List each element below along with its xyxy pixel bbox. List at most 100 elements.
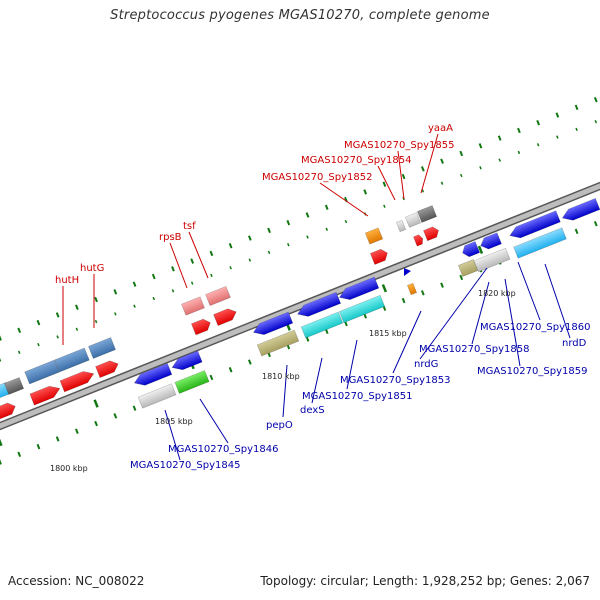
gene-arrow bbox=[338, 276, 380, 300]
outer-tick-2 bbox=[594, 120, 598, 124]
outer-tick-2 bbox=[383, 204, 386, 208]
gene-box bbox=[205, 285, 231, 307]
gene-box bbox=[338, 294, 386, 324]
gene-box-shape bbox=[137, 383, 177, 409]
kbp-label-1820: 1820 kbp bbox=[478, 289, 516, 298]
gene-box-shape bbox=[406, 282, 418, 296]
outer-tick bbox=[536, 120, 541, 126]
gene-arrow bbox=[213, 308, 237, 327]
gene-box-shape bbox=[174, 370, 210, 394]
inner-tick bbox=[55, 436, 60, 442]
gene-box bbox=[24, 359, 60, 385]
gene-box-shape bbox=[24, 359, 60, 385]
outer-tick-2 bbox=[479, 166, 482, 170]
outer-tick-2 bbox=[556, 135, 559, 139]
inner-tick bbox=[113, 413, 118, 419]
gene-label-Spy1860: MGAS10270_Spy1860 bbox=[480, 322, 590, 333]
major-tick bbox=[0, 438, 3, 447]
gene-label-Spy1858: MGAS10270_Spy1858 bbox=[419, 344, 529, 355]
gene-box-shape bbox=[338, 294, 386, 324]
outer-tick-2 bbox=[75, 327, 79, 331]
map-title: Streptococcus pyogenes MGAS10270, comple… bbox=[110, 8, 490, 23]
outer-tick-2 bbox=[498, 158, 501, 162]
gene-arrow bbox=[413, 234, 424, 247]
gene-box bbox=[404, 212, 422, 228]
gene-box bbox=[256, 329, 300, 357]
leader-line bbox=[188, 231, 209, 279]
leader-line bbox=[420, 133, 439, 194]
outer-tick-2 bbox=[287, 243, 290, 247]
gene-box-shape bbox=[3, 377, 25, 395]
gene-box-shape bbox=[395, 219, 407, 233]
outer-tick bbox=[209, 250, 214, 257]
outer-tick bbox=[151, 273, 156, 280]
gene-box bbox=[3, 377, 25, 395]
gene-label-hutH: hutH bbox=[55, 275, 79, 286]
gene-arrow bbox=[480, 232, 502, 250]
gene-label-Spy1851: MGAS10270_Spy1851 bbox=[302, 391, 412, 402]
inner-tick bbox=[209, 374, 214, 381]
outer-tick bbox=[228, 243, 233, 249]
gene-arrow-shape bbox=[252, 311, 294, 335]
outer-tick bbox=[401, 173, 406, 180]
outer-tick bbox=[478, 143, 483, 149]
outer-tick-2 bbox=[133, 304, 136, 308]
inner-tick bbox=[228, 367, 233, 373]
outer-tick bbox=[574, 104, 579, 111]
leader-line bbox=[544, 263, 571, 339]
outer-tick bbox=[94, 296, 98, 303]
outer-tick-2 bbox=[210, 273, 213, 278]
outer-tick-2 bbox=[56, 335, 59, 339]
outer-tick-2 bbox=[114, 312, 117, 316]
gene-arrow-shape bbox=[0, 402, 16, 420]
outer-tick-2 bbox=[94, 319, 98, 324]
leader-line bbox=[397, 150, 405, 200]
kbp-label-1800: 1800 kbp bbox=[50, 464, 88, 473]
gene-label-hutG: hutG bbox=[80, 263, 104, 274]
inner-tick bbox=[17, 451, 22, 458]
gene-box-shape bbox=[473, 247, 511, 273]
gene-label-pepO: pepO bbox=[266, 420, 293, 431]
gene-arrow bbox=[171, 350, 203, 371]
leader-line bbox=[199, 398, 229, 444]
red-gene-labels: hutH hutG rpsB tsf MGAS10270_Spy1852 MGA… bbox=[55, 123, 454, 286]
major-tick bbox=[93, 399, 99, 408]
gene-box-shape bbox=[416, 205, 438, 223]
gene-box bbox=[174, 370, 210, 394]
inner-tick bbox=[401, 297, 406, 304]
gene-label-Spy1852: MGAS10270_Spy1852 bbox=[262, 172, 372, 183]
outer-tick-2 bbox=[440, 181, 444, 185]
inner-tick bbox=[574, 228, 579, 235]
outer-tick bbox=[267, 227, 271, 234]
major-tick bbox=[381, 284, 388, 293]
outer-tick-2 bbox=[229, 266, 232, 270]
inner-tick bbox=[36, 443, 41, 450]
leader-line bbox=[392, 310, 422, 374]
gene-label-Spy1853: MGAS10270_Spy1853 bbox=[340, 375, 450, 386]
gene-box bbox=[181, 296, 205, 316]
outer-tick-2 bbox=[0, 358, 2, 362]
outer-tick-2 bbox=[17, 350, 21, 354]
inner-tick bbox=[75, 428, 79, 434]
gene-box-shape bbox=[300, 311, 344, 339]
gene-box bbox=[416, 205, 438, 223]
outer-tick bbox=[593, 96, 598, 103]
outer-tick-2 bbox=[344, 219, 348, 224]
gene-arrow bbox=[29, 385, 61, 406]
gene-box bbox=[300, 311, 344, 339]
inner-tick bbox=[459, 274, 464, 281]
outer-tick bbox=[190, 258, 195, 264]
gene-box-shape bbox=[457, 259, 479, 277]
outer-tick-2 bbox=[190, 281, 194, 285]
gene-box-shape bbox=[256, 329, 300, 357]
outer-tick bbox=[171, 266, 175, 272]
outer-tick-2 bbox=[37, 342, 40, 347]
gene-box bbox=[364, 227, 384, 245]
outer-tick bbox=[132, 281, 137, 287]
leader-line bbox=[517, 261, 541, 321]
gene-arrow bbox=[462, 241, 481, 258]
gene-arrow bbox=[404, 268, 411, 276]
gene-label-nrdG: nrdG bbox=[414, 359, 438, 370]
gene-arrow-shape bbox=[191, 318, 211, 336]
